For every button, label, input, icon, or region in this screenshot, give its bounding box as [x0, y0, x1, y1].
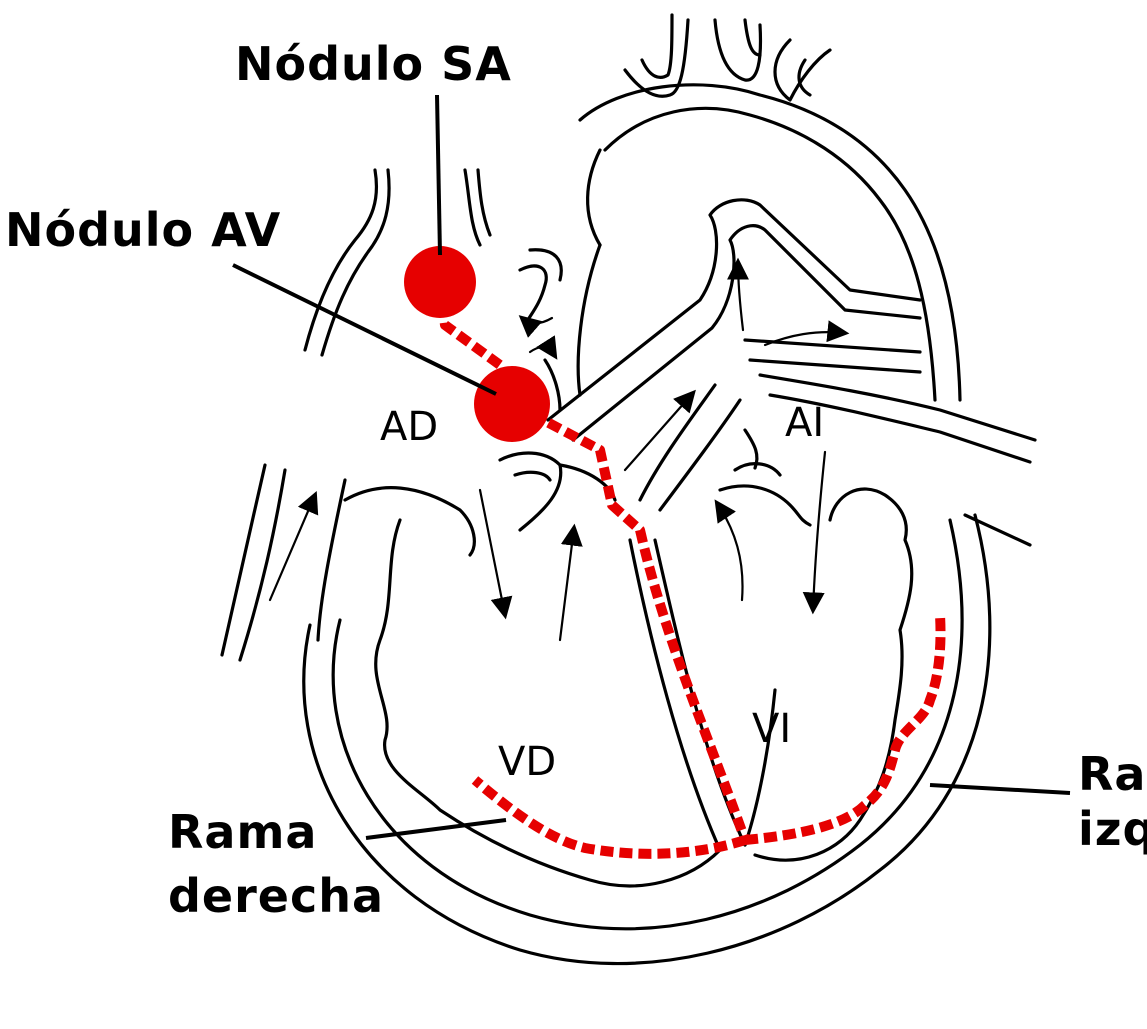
callout-labels: Nódulo SA Nódulo AV Rama derecha Ra izq	[5, 37, 1147, 923]
right-ventricle-label: VD	[498, 739, 556, 785]
blood-flow-arrows	[270, 262, 845, 640]
av-node	[474, 366, 550, 442]
right-bundle-label-line1: Rama	[168, 805, 317, 859]
sa-node	[404, 246, 476, 318]
av-node-label: Nódulo AV	[5, 203, 281, 257]
right-atrium-label: AD	[380, 404, 438, 450]
right-bundle-label-line2: derecha	[168, 869, 384, 923]
left-bundle-label-line1: Ra	[1078, 747, 1146, 801]
conduction-system	[404, 246, 941, 854]
heart-outline	[222, 15, 1035, 964]
sa-node-label: Nódulo SA	[235, 37, 512, 91]
left-atrium-label: AI	[785, 400, 824, 446]
sa-node-leader	[437, 95, 440, 255]
left-ventricle-label: VI	[752, 706, 791, 752]
left-bundle-label-line2: izq	[1078, 802, 1147, 856]
